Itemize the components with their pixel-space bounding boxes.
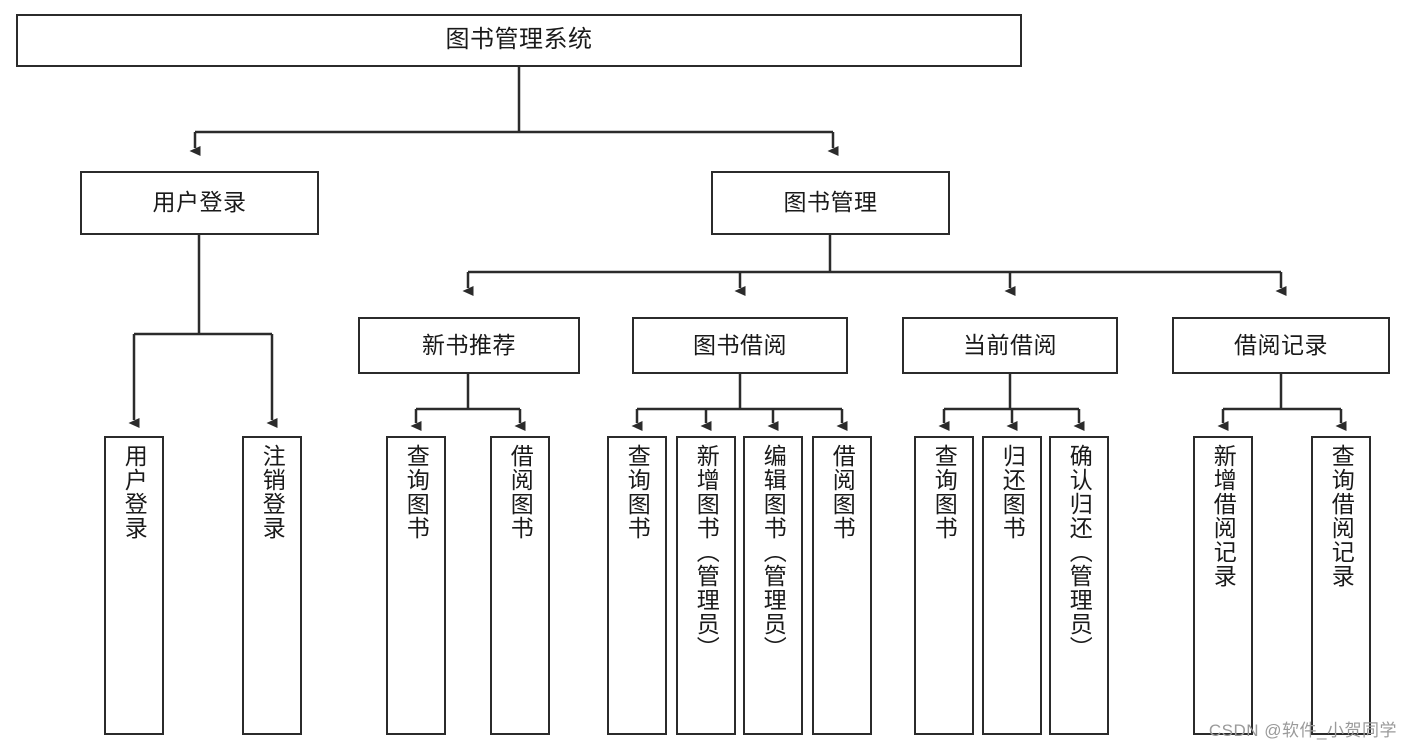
node-current-borrow-label: 当前借阅: [963, 331, 1057, 358]
node-leaf-return-book[interactable]: 归还图书: [982, 436, 1042, 735]
node-user-login-label: 用户登录: [152, 189, 247, 216]
node-book-borrow-label: 图书借阅: [693, 331, 787, 358]
node-leaf-query-book-2[interactable]: 查询图书: [607, 436, 667, 735]
node-leaf-query-book-1-label: 查询图书: [403, 444, 430, 540]
node-leaf-query-book-3[interactable]: 查询图书: [914, 436, 974, 735]
node-root[interactable]: 图书管理系统: [16, 14, 1022, 67]
csdn-watermark: CSDN @软件_小贺同学: [1208, 721, 1397, 740]
node-leaf-edit-book[interactable]: 编辑图书（管理员）: [743, 436, 803, 735]
node-leaf-borrow-book-1[interactable]: 借阅图书: [490, 436, 550, 735]
node-leaf-query-record[interactable]: 查询借阅记录: [1311, 436, 1371, 735]
node-user-login[interactable]: 用户登录: [80, 171, 319, 235]
node-leaf-query-record-label: 查询借阅记录: [1328, 444, 1355, 588]
node-leaf-query-book-3-label: 查询图书: [931, 444, 958, 540]
node-leaf-add-book-label: 新增图书（管理员）: [693, 444, 720, 660]
node-leaf-add-record[interactable]: 新增借阅记录: [1193, 436, 1253, 735]
node-leaf-borrow-book-1-label: 借阅图书: [507, 444, 534, 540]
node-leaf-user-login-label: 用户登录: [121, 444, 148, 540]
node-leaf-user-login[interactable]: 用户登录: [104, 436, 164, 735]
node-leaf-return-book-label: 归还图书: [999, 444, 1026, 540]
node-book-manage[interactable]: 图书管理: [711, 171, 950, 235]
node-leaf-add-book[interactable]: 新增图书（管理员）: [676, 436, 736, 735]
node-leaf-logout[interactable]: 注销登录: [242, 436, 302, 735]
node-leaf-edit-book-label: 编辑图书（管理员）: [760, 444, 787, 660]
node-leaf-query-book-1[interactable]: 查询图书: [386, 436, 446, 735]
node-leaf-query-book-2-label: 查询图书: [624, 444, 651, 540]
node-borrow-record[interactable]: 借阅记录: [1172, 317, 1390, 374]
node-root-label: 图书管理系统: [445, 26, 593, 54]
node-new-book-recommend-label: 新书推荐: [422, 331, 516, 358]
node-leaf-confirm-return-label: 确认归还（管理员）: [1066, 444, 1093, 660]
node-leaf-confirm-return[interactable]: 确认归还（管理员）: [1049, 436, 1109, 735]
node-new-book-recommend[interactable]: 新书推荐: [358, 317, 580, 374]
node-leaf-logout-label: 注销登录: [259, 444, 286, 540]
node-leaf-add-record-label: 新增借阅记录: [1210, 444, 1237, 588]
node-book-borrow[interactable]: 图书借阅: [632, 317, 848, 374]
node-current-borrow[interactable]: 当前借阅: [902, 317, 1118, 374]
node-leaf-borrow-book-2-label: 借阅图书: [829, 444, 856, 540]
node-book-manage-label: 图书管理: [783, 189, 878, 216]
node-borrow-record-label: 借阅记录: [1234, 331, 1328, 358]
node-leaf-borrow-book-2[interactable]: 借阅图书: [812, 436, 872, 735]
